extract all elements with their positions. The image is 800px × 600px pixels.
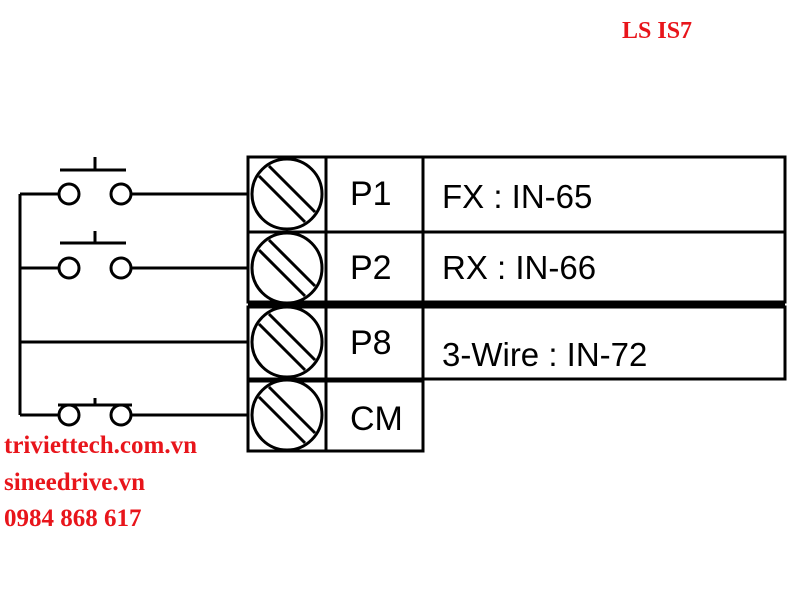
wiring [18, 192, 248, 417]
function-label-3wire: 3-Wire : IN-72 [442, 336, 647, 373]
diagram-title: LS IS7 [622, 18, 692, 44]
screw-terminal-p2 [250, 231, 324, 305]
top-function-box [246, 155, 787, 304]
screw-terminal-p8 [250, 305, 324, 379]
watermark-website-2: sineedrive.vn [4, 469, 145, 496]
terminal-block [246, 155, 787, 453]
pushbutton-switch-rx [57, 231, 133, 280]
pushbutton-switch-fx [57, 157, 133, 206]
function-label-fx: FX : IN-65 [442, 178, 592, 215]
terminal-label-p1: P1 [350, 175, 392, 213]
terminal-label-cm: CM [350, 400, 403, 438]
function-label-rx: RX : IN-66 [442, 249, 596, 286]
screw-terminals [250, 157, 324, 452]
middle-function-box [246, 305, 787, 381]
screw-terminal-p1 [250, 157, 324, 231]
terminal-label-p8: P8 [350, 324, 392, 362]
watermark-website-1: triviettech.com.vn [4, 432, 197, 459]
watermark-phone: 0984 868 617 [4, 505, 142, 532]
terminal-label-p2: P2 [350, 249, 392, 287]
screw-terminal-cm [250, 378, 324, 452]
pushbutton-switch-stop [57, 398, 133, 427]
